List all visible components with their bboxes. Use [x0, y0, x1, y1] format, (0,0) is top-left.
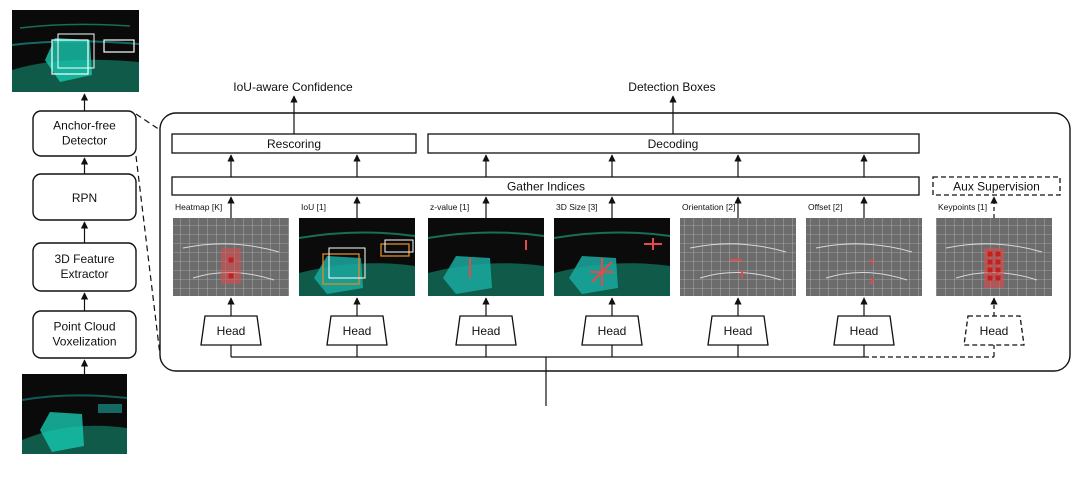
head-block: Head — [963, 315, 1025, 346]
branch-label: IoU [1] — [301, 202, 326, 212]
branch-size: 3D Size [3] Head — [553, 196, 671, 357]
head-block: Head — [326, 315, 388, 346]
iou-confidence-label: IoU-aware Confidence — [233, 80, 353, 94]
aux-supervision-label: Aux Supervision — [953, 180, 1040, 194]
head-branches: Heatmap [K] Head IoU [1] Head z-value [1] Hea… — [173, 196, 1052, 357]
detector-panel — [159, 112, 1071, 372]
head-label: Head — [980, 324, 1009, 338]
branch-label: z-value [1] — [430, 202, 469, 212]
branch-z: z-value [1] Head — [427, 196, 545, 357]
top-pointcloud-thumbnail — [11, 10, 140, 92]
feature-map-image — [298, 218, 416, 296]
rescoring-label: Rescoring — [267, 137, 321, 151]
feature-map-image — [936, 218, 1052, 296]
branch-offset: Offset [2] Head — [806, 196, 922, 357]
feature-map-image — [427, 218, 545, 296]
upper-arrows — [227, 95, 868, 177]
decoding-block: Decoding — [427, 133, 920, 154]
rpn-box: RPN — [32, 173, 137, 221]
head-label: Head — [343, 324, 372, 338]
head-label: Head — [850, 324, 879, 338]
branch-label: Heatmap [K] — [175, 202, 222, 212]
head-label: Head — [472, 324, 501, 338]
aux-supervision-block: Aux Supervision — [932, 176, 1061, 196]
branch-heat: Heatmap [K] Head — [173, 196, 289, 357]
branch-label: 3D Size [3] — [556, 202, 598, 212]
feature-map-image — [553, 218, 671, 296]
detection-boxes-label: Detection Boxes — [628, 80, 715, 94]
decoding-label: Decoding — [648, 137, 699, 151]
bottom-pointcloud-thumbnail — [21, 374, 128, 454]
feature-map-image — [806, 218, 922, 296]
zoom-connectors — [135, 113, 161, 356]
head-block: Head — [707, 315, 769, 346]
feature-map-image — [680, 218, 796, 296]
bus-lines — [231, 345, 995, 406]
rpn-label: RPN — [72, 191, 97, 205]
branch-label: Keypoints [1] — [938, 202, 987, 212]
branch-iou: IoU [1] Head — [298, 196, 416, 357]
head-block: Head — [581, 315, 643, 346]
branch-label: Offset [2] — [808, 202, 842, 212]
head-block: Head — [833, 315, 895, 346]
rescoring-block: Rescoring — [171, 133, 417, 154]
branch-kp: Keypoints [1] Head — [936, 196, 1052, 346]
branch-orient: Orientation [2] Head — [680, 196, 796, 357]
gather-indices-block: Gather Indices — [171, 176, 920, 196]
head-block: Head — [200, 315, 262, 346]
head-label: Head — [217, 324, 246, 338]
head-label: Head — [598, 324, 627, 338]
head-block: Head — [455, 315, 517, 346]
feature-map-image — [173, 218, 289, 296]
head-label: Head — [724, 324, 753, 338]
gather-indices-label: Gather Indices — [507, 180, 585, 194]
branch-label: Orientation [2] — [682, 202, 735, 212]
